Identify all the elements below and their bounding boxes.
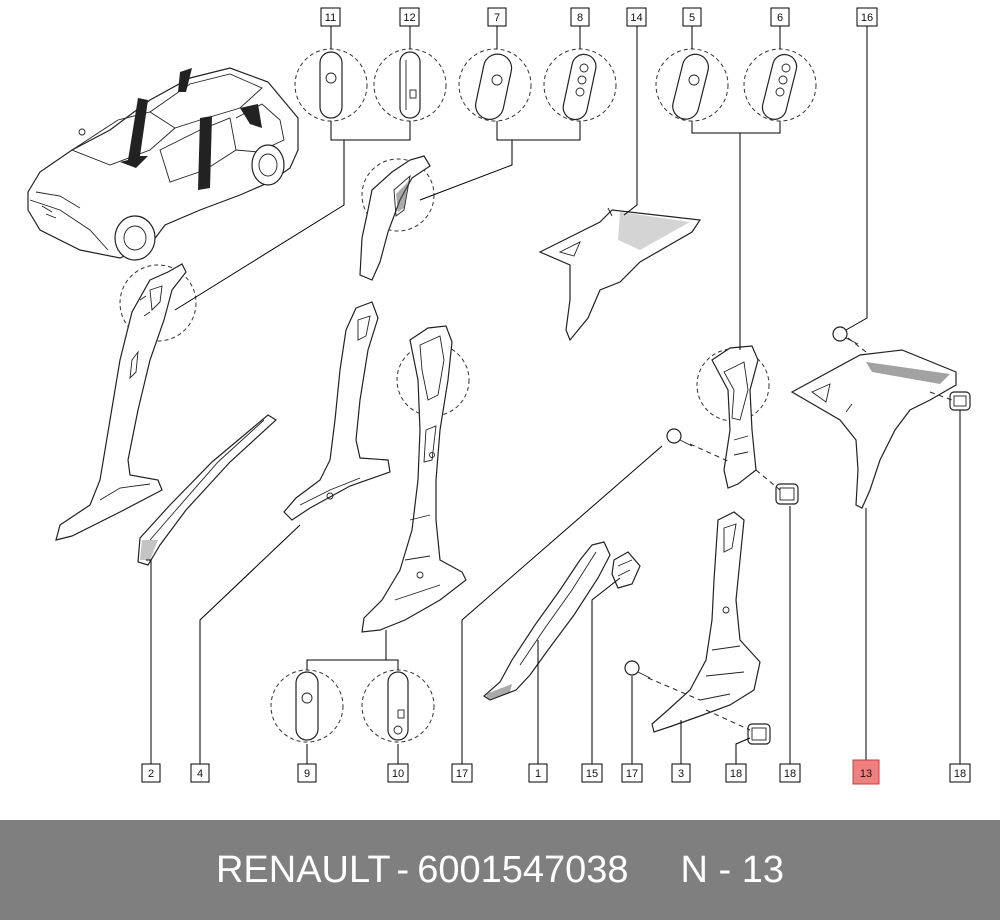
clip-18-lower-icon	[747, 723, 771, 745]
screw-17-lower-icon	[624, 660, 651, 679]
screw-17-upper-icon	[666, 428, 693, 447]
callout-5[interactable]: 5	[682, 7, 702, 27]
svg-text:2: 2	[148, 768, 154, 780]
detail-view-6	[743, 48, 817, 122]
callout-9[interactable]: 9	[297, 763, 317, 783]
detail-view-12	[373, 48, 447, 122]
svg-text:7: 7	[494, 12, 500, 24]
svg-text:18: 18	[730, 768, 742, 780]
svg-text:11: 11	[325, 12, 336, 24]
part-3-pillar	[651, 511, 761, 733]
detail-view-8	[543, 48, 617, 122]
svg-text:18: 18	[784, 768, 796, 780]
sheet-reference: N - 13	[680, 848, 785, 891]
part-5-6-pillar	[696, 345, 770, 489]
svg-text:8: 8	[577, 12, 583, 24]
part-13-panel	[790, 326, 971, 509]
callout-4[interactable]: 4	[190, 763, 210, 783]
part-4-body	[283, 301, 391, 521]
assembly-lines	[647, 337, 953, 731]
callout-10[interactable]: 10	[387, 763, 409, 783]
callout-17-right[interactable]: 17	[621, 763, 643, 783]
detail-view-7	[458, 48, 532, 122]
detail-view-5	[655, 48, 729, 122]
svg-text:17: 17	[456, 768, 468, 780]
upper-pillar-trim	[359, 155, 435, 281]
svg-text:12: 12	[403, 12, 415, 24]
svg-text:14: 14	[630, 12, 642, 24]
callout-18-a[interactable]: 18	[725, 763, 747, 783]
callout-17-left[interactable]: 17	[451, 763, 473, 783]
footer-separator: -	[396, 848, 410, 891]
screw-16-icon	[832, 326, 859, 345]
part-number: 6001547038	[417, 848, 629, 891]
part-15-clip-icon	[611, 551, 641, 589]
callout-12[interactable]: 12	[399, 7, 420, 27]
callout-7[interactable]: 7	[487, 7, 507, 27]
svg-text:6: 6	[777, 12, 783, 24]
svg-text:18: 18	[954, 768, 966, 780]
part-2-pillar-trim	[55, 263, 197, 541]
callout-18-b[interactable]: 18	[779, 763, 801, 783]
clip-18-middle-icon	[775, 483, 799, 505]
brand-name: RENAULT	[215, 848, 391, 891]
leader-lines	[146, 26, 961, 764]
svg-text:10: 10	[392, 768, 404, 780]
svg-text:4: 4	[197, 768, 203, 780]
detail-views	[270, 48, 817, 743]
parts-diagram: 11 12 7 8 14 5 6 16 2 4 9 10 17 1 15 17 …	[27, 7, 971, 785]
callout-3[interactable]: 3	[671, 763, 691, 783]
detail-view-10	[361, 669, 435, 743]
svg-text:13: 13	[860, 768, 872, 780]
callout-8[interactable]: 8	[570, 7, 590, 27]
callout-14[interactable]: 14	[626, 7, 647, 27]
callout-18-c[interactable]: 18	[949, 763, 971, 783]
part-4-strip	[137, 414, 277, 566]
callout-16[interactable]: 16	[856, 7, 878, 27]
svg-text:9: 9	[304, 768, 310, 780]
callout-6[interactable]: 6	[770, 7, 790, 27]
svg-text:15: 15	[586, 768, 598, 780]
callout-1[interactable]: 1	[528, 763, 548, 783]
callout-15[interactable]: 15	[581, 763, 603, 783]
svg-text:5: 5	[689, 12, 695, 24]
svg-text:1: 1	[535, 768, 541, 780]
callouts: 11 12 7 8 14 5 6 16 2 4 9 10 17 1 15 17 …	[141, 7, 971, 785]
callout-11[interactable]: 11	[320, 7, 341, 27]
b-pillar-upper	[361, 325, 470, 633]
part-1-strip	[483, 541, 611, 701]
svg-text:3: 3	[678, 768, 684, 780]
car-illustration	[27, 67, 299, 261]
clip-18-right-icon	[949, 391, 971, 411]
detail-view-9	[270, 669, 344, 743]
part-14-panel	[538, 207, 702, 342]
svg-text:17: 17	[626, 768, 638, 780]
footer-bar: RENAULT - 6001547038 N - 13	[0, 820, 1000, 920]
callout-13-highlighted[interactable]: 13	[852, 759, 880, 785]
callout-2[interactable]: 2	[141, 763, 161, 783]
detail-view-11	[294, 48, 368, 122]
svg-text:16: 16	[861, 12, 873, 24]
